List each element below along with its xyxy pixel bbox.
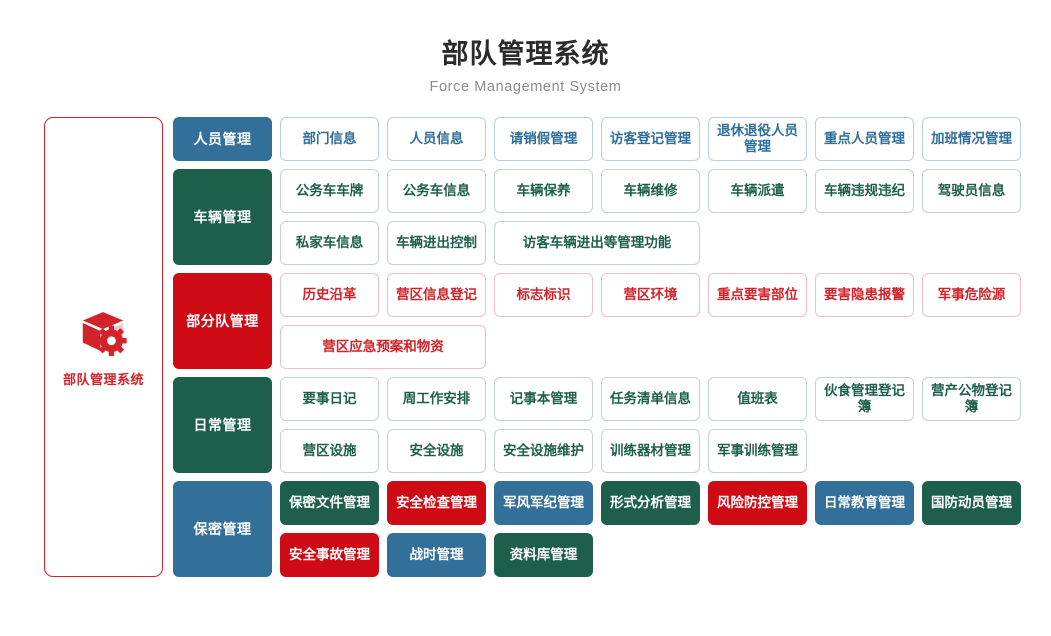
category-label[interactable]: 日常管理 xyxy=(173,377,272,474)
module-card[interactable]: 营区环境 xyxy=(601,273,700,318)
module-card[interactable]: 重点人员管理 xyxy=(815,117,914,162)
category-label[interactable]: 车辆管理 xyxy=(173,169,272,266)
category-label[interactable]: 部分队管理 xyxy=(173,273,272,370)
module-card[interactable]: 请销假管理 xyxy=(494,117,593,162)
cube-gear-icon xyxy=(83,311,128,356)
category-label[interactable]: 保密管理 xyxy=(173,481,272,578)
module-card[interactable]: 重点要害部位 xyxy=(708,273,807,318)
module-card[interactable]: 车辆违规违纪 xyxy=(815,169,914,214)
module-card[interactable]: 军风军纪管理 xyxy=(494,481,593,526)
module-card[interactable]: 国防动员管理 xyxy=(922,481,1021,526)
module-card[interactable]: 部门信息 xyxy=(280,117,379,162)
module-card[interactable]: 营区设施 xyxy=(280,429,379,474)
sidebar-system-panel[interactable]: 部队管理系统 xyxy=(44,117,163,578)
module-card[interactable]: 战时管理 xyxy=(387,533,486,578)
module-card[interactable]: 营产公物登记簿 xyxy=(922,377,1021,422)
module-card[interactable]: 加班情况管理 xyxy=(922,117,1021,162)
module-card[interactable]: 要事日记 xyxy=(280,377,379,422)
module-card[interactable]: 安全检查管理 xyxy=(387,481,486,526)
module-card[interactable]: 安全设施 xyxy=(387,429,486,474)
category-items: 部门信息人员信息请销假管理访客登记管理退休退役人员管理重点人员管理加班情况管理 xyxy=(280,117,1041,162)
category-row: 部分队管理历史沿革营区信息登记标志标识营区环境重点要害部位要害隐患报警军事危险源… xyxy=(173,273,1041,370)
body-wrapper: 部队管理系统 人员管理部门信息人员信息请销假管理访客登记管理退休退役人员管理重点… xyxy=(0,117,1051,578)
module-card[interactable]: 军事危险源 xyxy=(922,273,1021,318)
module-card[interactable]: 人员信息 xyxy=(387,117,486,162)
module-card[interactable]: 周工作安排 xyxy=(387,377,486,422)
module-card[interactable]: 军事训练管理 xyxy=(708,429,807,474)
module-card[interactable]: 安全设施维护 xyxy=(494,429,593,474)
module-card[interactable]: 记事本管理 xyxy=(494,377,593,422)
module-card[interactable]: 风险防控管理 xyxy=(708,481,807,526)
module-card[interactable]: 访客车辆进出等管理功能 xyxy=(494,221,700,266)
category-row: 车辆管理公务车车牌公务车信息车辆保养车辆维修车辆派遣车辆违规违纪驾驶员信息私家车… xyxy=(173,169,1041,266)
category-items: 要事日记周工作安排记事本管理任务清单信息值班表伙食管理登记簿营产公物登记簿营区设… xyxy=(280,377,1041,474)
module-card[interactable]: 车辆维修 xyxy=(601,169,700,214)
module-card[interactable]: 资料库管理 xyxy=(494,533,593,578)
module-card[interactable]: 伙食管理登记簿 xyxy=(815,377,914,422)
module-card[interactable]: 公务车信息 xyxy=(387,169,486,214)
category-row: 保密管理保密文件管理安全检查管理军风军纪管理形式分析管理风险防控管理日常教育管理… xyxy=(173,481,1041,578)
module-card[interactable]: 形式分析管理 xyxy=(601,481,700,526)
module-card[interactable]: 车辆进出控制 xyxy=(387,221,486,266)
sidebar-inner: 部队管理系统 xyxy=(63,307,144,388)
category-items: 保密文件管理安全检查管理军风军纪管理形式分析管理风险防控管理日常教育管理国防动员… xyxy=(280,481,1041,578)
module-grid: 人员管理部门信息人员信息请销假管理访客登记管理退休退役人员管理重点人员管理加班情… xyxy=(173,117,1041,578)
category-row: 日常管理要事日记周工作安排记事本管理任务清单信息值班表伙食管理登记簿营产公物登记… xyxy=(173,377,1041,474)
category-items: 公务车车牌公务车信息车辆保养车辆维修车辆派遣车辆违规违纪驾驶员信息私家车信息车辆… xyxy=(280,169,1041,266)
sidebar-label: 部队管理系统 xyxy=(62,371,144,387)
module-card[interactable]: 公务车车牌 xyxy=(280,169,379,214)
module-card[interactable]: 标志标识 xyxy=(494,273,593,318)
module-card[interactable]: 日常教育管理 xyxy=(815,481,914,526)
category-row: 人员管理部门信息人员信息请销假管理访客登记管理退休退役人员管理重点人员管理加班情… xyxy=(173,117,1041,162)
module-card[interactable]: 安全事故管理 xyxy=(280,533,379,578)
module-card[interactable]: 车辆保养 xyxy=(494,169,593,214)
module-card[interactable]: 保密文件管理 xyxy=(280,481,379,526)
module-card[interactable]: 退休退役人员管理 xyxy=(708,117,807,162)
category-items: 历史沿革营区信息登记标志标识营区环境重点要害部位要害隐患报警军事危险源营区应急预… xyxy=(280,273,1041,370)
module-card[interactable]: 营区应急预案和物资 xyxy=(280,325,486,370)
page-title: 部队管理系统 xyxy=(441,39,610,69)
module-card[interactable]: 任务清单信息 xyxy=(601,377,700,422)
module-card[interactable]: 驾驶员信息 xyxy=(922,169,1021,214)
page-header: 部队管理系统 Force Management System xyxy=(0,0,1051,95)
module-card[interactable]: 要害隐患报警 xyxy=(815,273,914,318)
module-card[interactable]: 值班表 xyxy=(708,377,807,422)
module-card[interactable]: 访客登记管理 xyxy=(601,117,700,162)
module-card[interactable]: 私家车信息 xyxy=(280,221,379,266)
module-card[interactable]: 训练器材管理 xyxy=(601,429,700,474)
module-card[interactable]: 营区信息登记 xyxy=(387,273,486,318)
page-subtitle: Force Management System xyxy=(429,79,622,96)
module-card[interactable]: 历史沿革 xyxy=(280,273,379,318)
category-label[interactable]: 人员管理 xyxy=(173,117,272,162)
module-card[interactable]: 车辆派遣 xyxy=(708,169,807,214)
